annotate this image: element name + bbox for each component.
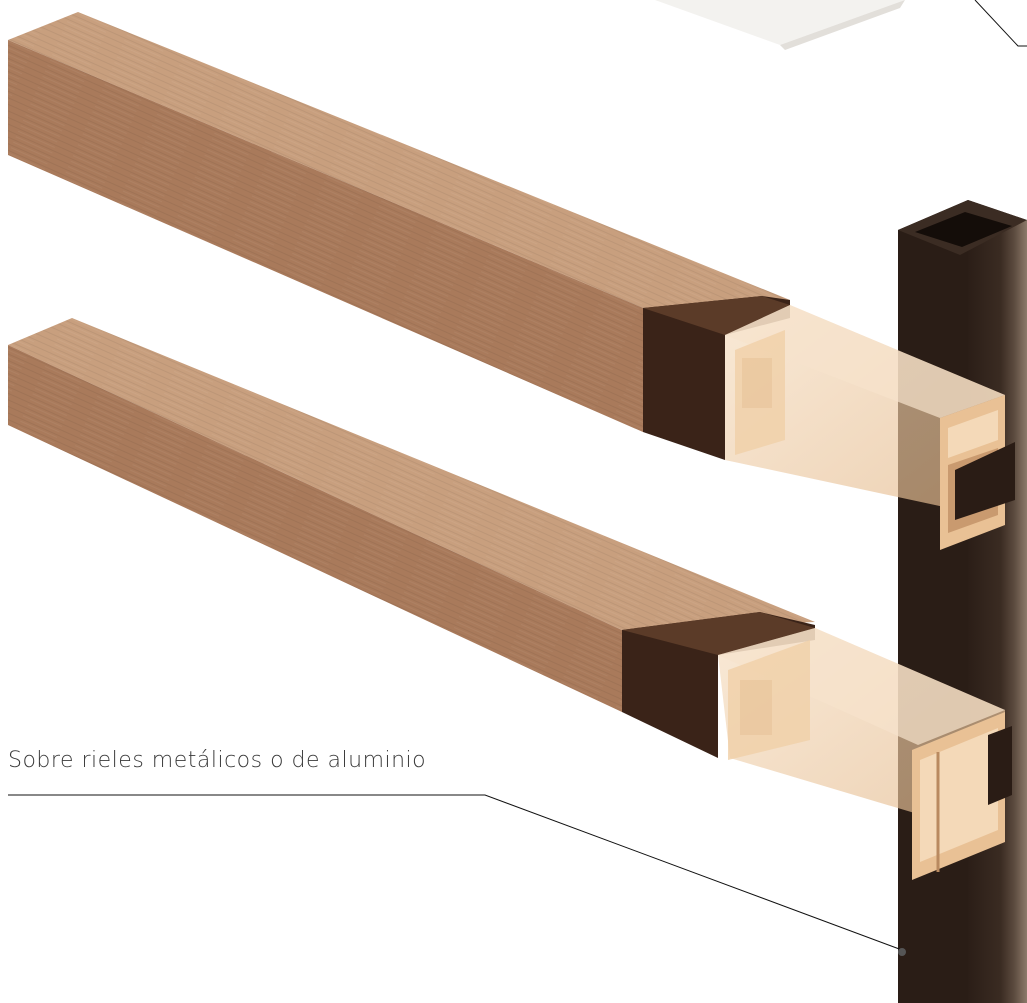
leader-line-top (974, 0, 1027, 47)
cap-slab (655, 0, 905, 50)
metal-post (898, 200, 1027, 1003)
lower-deck-board (8, 318, 815, 758)
leader-line-bottom (8, 794, 906, 956)
lower-rail-insert (718, 628, 1012, 880)
upper-deck-board (8, 12, 790, 460)
upper-rail-insert (725, 305, 1015, 550)
rail-caption: Sobre rieles metálicos o de aluminio (8, 748, 427, 773)
